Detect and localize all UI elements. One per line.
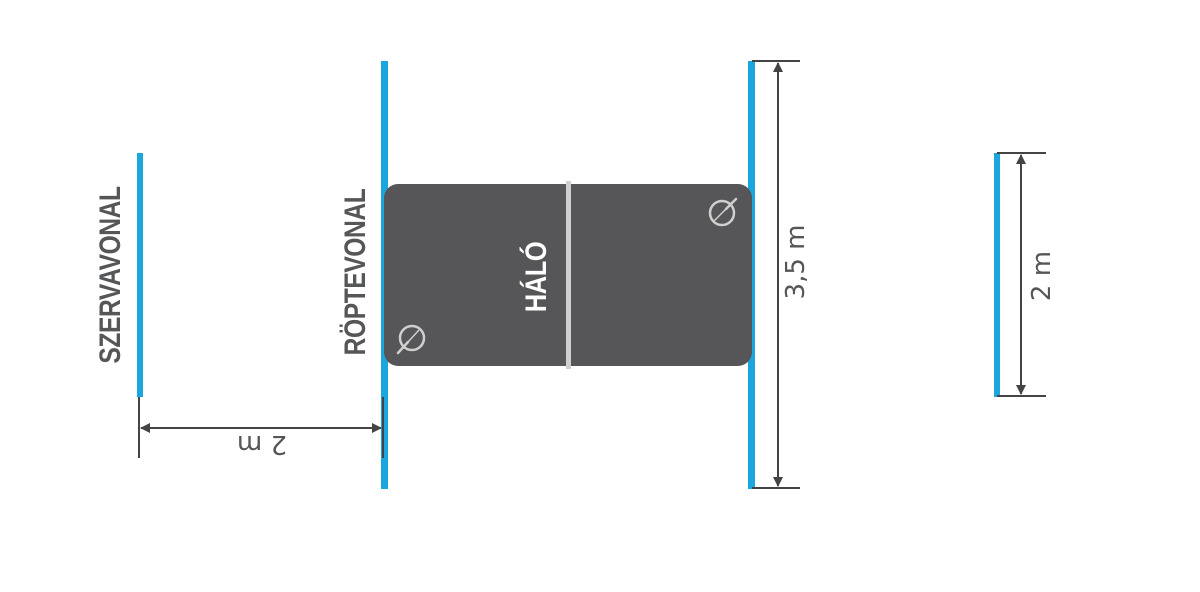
serve-line-length-label: 2 m (1027, 251, 1057, 301)
serve-to-flight-dimension (138, 397, 384, 458)
flight-line-length-dimension (752, 60, 800, 489)
serve-line-label: SZERVAVONAL (93, 186, 127, 363)
serve-line-left (137, 153, 143, 397)
flight-line-length-label: 3,5 m (781, 225, 811, 300)
serve-line-length-dimension (997, 152, 1046, 397)
net-divider (566, 181, 571, 369)
racket-icon (396, 324, 426, 355)
flight-line-label: RÖPTEVONAL (338, 189, 372, 356)
serve-line-right (994, 153, 1000, 397)
net-label: HÁLÓ (519, 242, 552, 313)
serve-to-flight-dimension-label: 2 m (237, 429, 287, 459)
racket-icon (708, 197, 738, 227)
